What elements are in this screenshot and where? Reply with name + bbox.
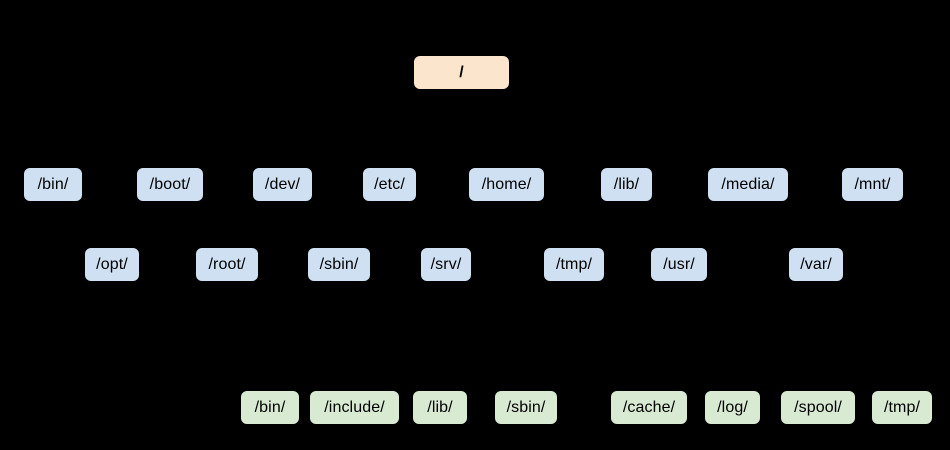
node-level1-etc: /etc/ [363, 168, 416, 201]
node-level1-opt: /opt/ [85, 248, 139, 281]
node-level1-var: /var/ [789, 248, 843, 281]
node-level2-log: /log/ [705, 391, 760, 424]
node-level1-lib: /lib/ [601, 168, 652, 201]
node-level1-mnt: /mnt/ [842, 168, 903, 201]
node-level1-media: /media/ [708, 168, 788, 201]
node-level1-root: /root/ [196, 248, 258, 281]
node-level2-lib: /lib/ [413, 391, 467, 424]
node-level1-usr: /usr/ [651, 248, 707, 281]
node-level1-boot: /boot/ [137, 168, 203, 201]
node-level1-home: /home/ [469, 168, 544, 201]
node-level1-dev: /dev/ [253, 168, 312, 201]
node-level2-tmp: /tmp/ [872, 391, 932, 424]
node-level2-cache: /cache/ [611, 391, 687, 424]
node-level1-srv: /srv/ [421, 248, 471, 281]
node-level1-sbin: /sbin/ [308, 248, 370, 281]
node-level2-spool: /spool/ [781, 391, 855, 424]
node-level2-bin: /bin/ [241, 391, 299, 424]
node-root-root: / [414, 56, 509, 89]
node-level1-tmp: /tmp/ [544, 248, 604, 281]
node-level2-sbin: /sbin/ [495, 391, 557, 424]
node-level1-bin: /bin/ [24, 168, 82, 201]
node-level2-include: /include/ [310, 391, 399, 424]
